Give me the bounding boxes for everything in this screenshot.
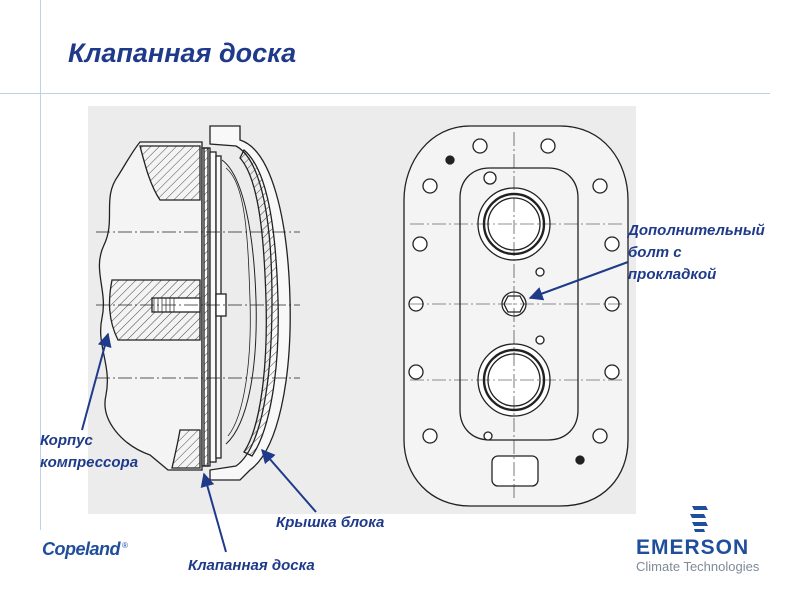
emerson-mark-icon [690, 506, 708, 532]
emerson-logo-name: EMERSON [636, 536, 750, 559]
extra-bolt-arrow [528, 261, 629, 301]
horizontal-guide-line [0, 93, 770, 94]
head-cover-arrow [261, 448, 317, 513]
registered-mark-icon: ® [122, 541, 128, 550]
label-head-cover: Крышка блока [276, 514, 385, 531]
vertical-guide-line [40, 0, 41, 530]
copeland-logo-text: Copeland [42, 538, 121, 559]
compressor-body-arrow [81, 332, 112, 431]
page-title: Клапанная доска [68, 38, 297, 68]
callout-arrows [81, 261, 629, 553]
valve-plate-arrow [200, 472, 227, 553]
label-valve-plate: Клапанная доска [188, 557, 315, 574]
emerson-logo-tagline: Climate Technologies [636, 559, 760, 574]
front-view [403, 125, 629, 507]
label-compressor-body: Корпус компрессора [40, 432, 139, 471]
copeland-logo: Copeland ® [42, 538, 128, 560]
side-section-view [96, 125, 300, 481]
label-extra-bolt: Дополнительный болт с прокладкой [628, 222, 765, 283]
